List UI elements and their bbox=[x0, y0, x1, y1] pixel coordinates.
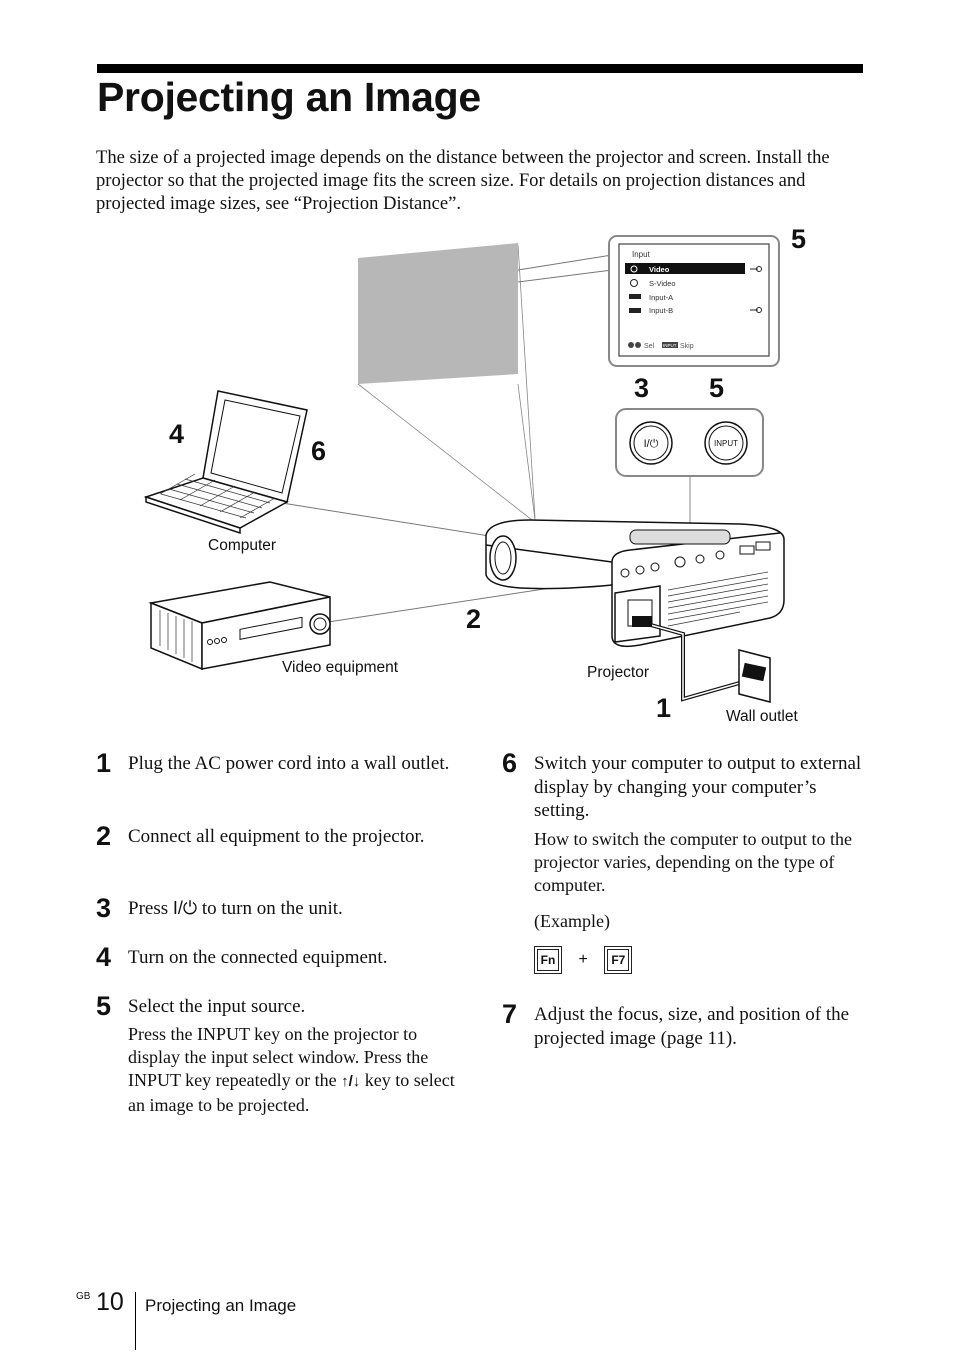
menu-footer-key: INPUT bbox=[663, 343, 677, 348]
projector-illustration bbox=[485, 519, 785, 648]
laptop-illustration bbox=[143, 390, 308, 535]
footer-section: Projecting an Image bbox=[145, 1296, 297, 1315]
arrow-up-icon bbox=[628, 342, 634, 348]
step-detail: Press the INPUT key on the projector to … bbox=[128, 1024, 455, 1115]
step-number: 1 bbox=[96, 748, 112, 778]
arrow-up-down-icon: ↑/↓ bbox=[341, 1073, 361, 1091]
f7-key-icon: F7 bbox=[604, 946, 633, 974]
projector-label: Projector bbox=[587, 664, 649, 681]
wall-outlet-illustration bbox=[738, 649, 771, 703]
power-button-label: I/⏻ bbox=[644, 438, 659, 450]
step-number: 4 bbox=[96, 942, 112, 972]
menu-item-input-a: Input-A bbox=[649, 293, 673, 302]
callout-2-connect: 2 bbox=[466, 604, 481, 634]
arrow-down-icon bbox=[635, 342, 641, 348]
button-panel: I/⏻ INPUT bbox=[615, 408, 764, 528]
step-text: Switch your computer to output to extern… bbox=[534, 753, 862, 821]
callout-6-computer: 6 bbox=[311, 436, 326, 466]
footer-divider bbox=[135, 1292, 136, 1350]
intro-paragraph: The size of a projected image depends on… bbox=[96, 147, 830, 215]
power-symbol-icon: I/⏻ bbox=[172, 898, 198, 918]
wall-outlet-label: Wall outlet bbox=[726, 708, 798, 725]
menu-item-s-video: S-Video bbox=[649, 279, 676, 288]
step-example: (Example) bbox=[534, 911, 610, 931]
step-text: Press I/⏻ to turn on the unit. bbox=[128, 898, 343, 919]
signal-icon bbox=[750, 266, 762, 313]
step-detail: How to switch the computer to output to … bbox=[534, 829, 852, 896]
video-equipment-illustration bbox=[148, 581, 331, 671]
video-equipment-label: Video equipment bbox=[282, 659, 399, 676]
page-number: 10 bbox=[96, 1288, 124, 1316]
input-button-label: INPUT bbox=[714, 439, 738, 448]
step-text: Adjust the focus, size, and position of … bbox=[534, 1004, 850, 1049]
plus-sign: + bbox=[578, 951, 588, 968]
menu-footer-skip: Skip bbox=[680, 343, 694, 350]
title-rule bbox=[97, 64, 863, 73]
footer-region: GB bbox=[76, 1291, 91, 1302]
step-text: Select the input source. bbox=[128, 996, 306, 1017]
projection-screen bbox=[358, 243, 518, 384]
menu-footer-sel: Sel bbox=[644, 343, 655, 350]
menu-item-input-b: Input-B bbox=[649, 306, 673, 315]
projection-beam bbox=[357, 244, 536, 521]
power-cord bbox=[632, 616, 751, 702]
callout-5-input: 5 bbox=[709, 373, 724, 403]
menu-pointer bbox=[517, 254, 613, 283]
step-text: Plug the AC power cord into a wall outle… bbox=[128, 753, 450, 774]
callout-3-power: 3 bbox=[634, 373, 649, 403]
setup-diagram: Input Video S-Video Input-A Input-B Sel … bbox=[143, 224, 806, 725]
page-title: Projecting an Image bbox=[97, 74, 481, 120]
step-text: Turn on the connected equipment. bbox=[128, 947, 388, 968]
menu-item-video: Video bbox=[649, 265, 670, 274]
callout-4-computer: 4 bbox=[169, 419, 184, 449]
key-combo: Fn + F7 bbox=[534, 946, 864, 974]
fn-key-icon: Fn bbox=[534, 946, 562, 974]
step-number: 2 bbox=[96, 821, 112, 851]
step-number: 7 bbox=[502, 999, 518, 1029]
callout-1-plug: 1 bbox=[656, 693, 671, 723]
computer-label: Computer bbox=[208, 537, 276, 554]
callout-5-menu: 5 bbox=[791, 224, 806, 254]
menu-heading: Input bbox=[632, 250, 651, 259]
step-text: Connect all equipment to the projector. bbox=[128, 826, 425, 847]
step-number: 5 bbox=[96, 991, 112, 1021]
input-select-menu: Input Video S-Video Input-A Input-B Sel … bbox=[608, 235, 780, 367]
step-number: 3 bbox=[96, 893, 112, 923]
step-number: 6 bbox=[502, 748, 518, 778]
